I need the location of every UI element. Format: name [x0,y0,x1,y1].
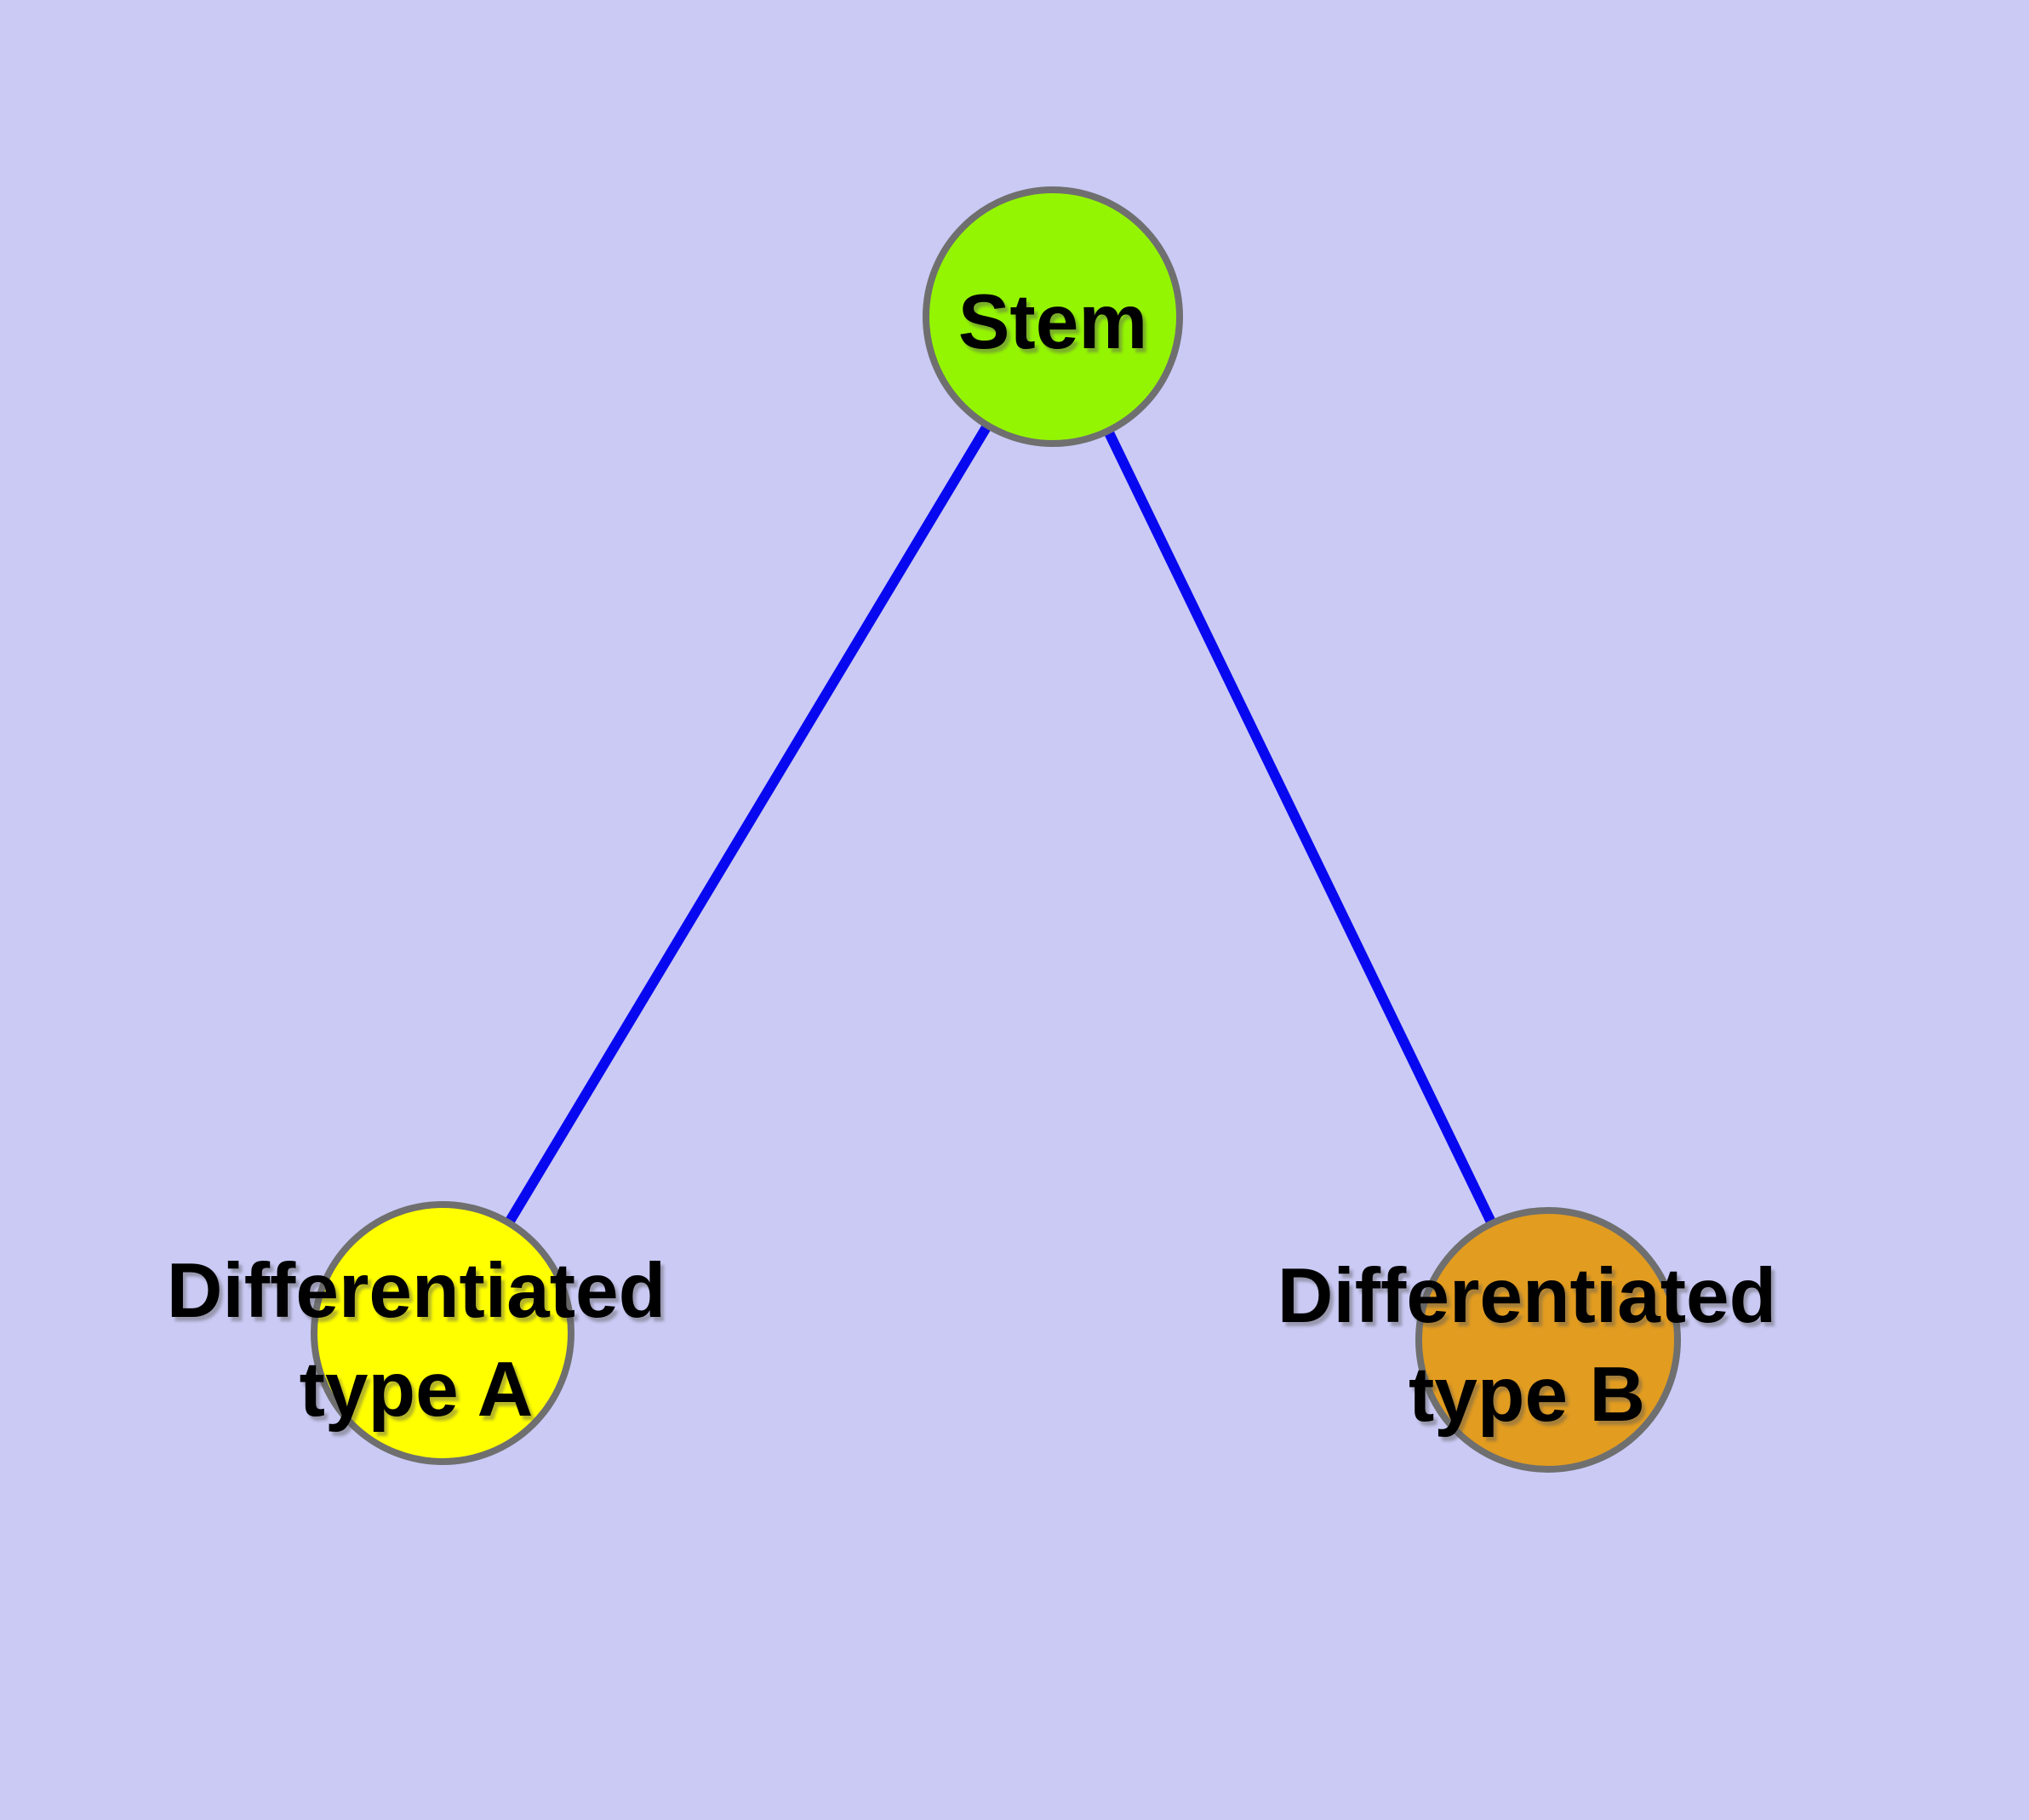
node-labels: Stem Differentiated type A Differentiate… [167,279,1777,1438]
node-label-differentiated-type-a-line2: type A [300,1347,534,1433]
edge-stem-to-differentiated-type-a [437,313,1058,1336]
node-label-differentiated-type-b-line2: type B [1409,1352,1645,1438]
edges [437,313,1553,1342]
node-label-differentiated-type-a-line1: Differentiated [167,1248,666,1334]
node-differentiated-type-a [311,1201,574,1465]
edge-stem-to-differentiated-type-b [1048,314,1553,1342]
nodes [311,186,1681,1473]
node-differentiated-type-b [1415,1207,1681,1473]
node-label-differentiated-type-b-line1: Differentiated [1277,1253,1777,1339]
node-label-stem: Stem [958,279,1148,365]
node-stem [923,186,1183,447]
